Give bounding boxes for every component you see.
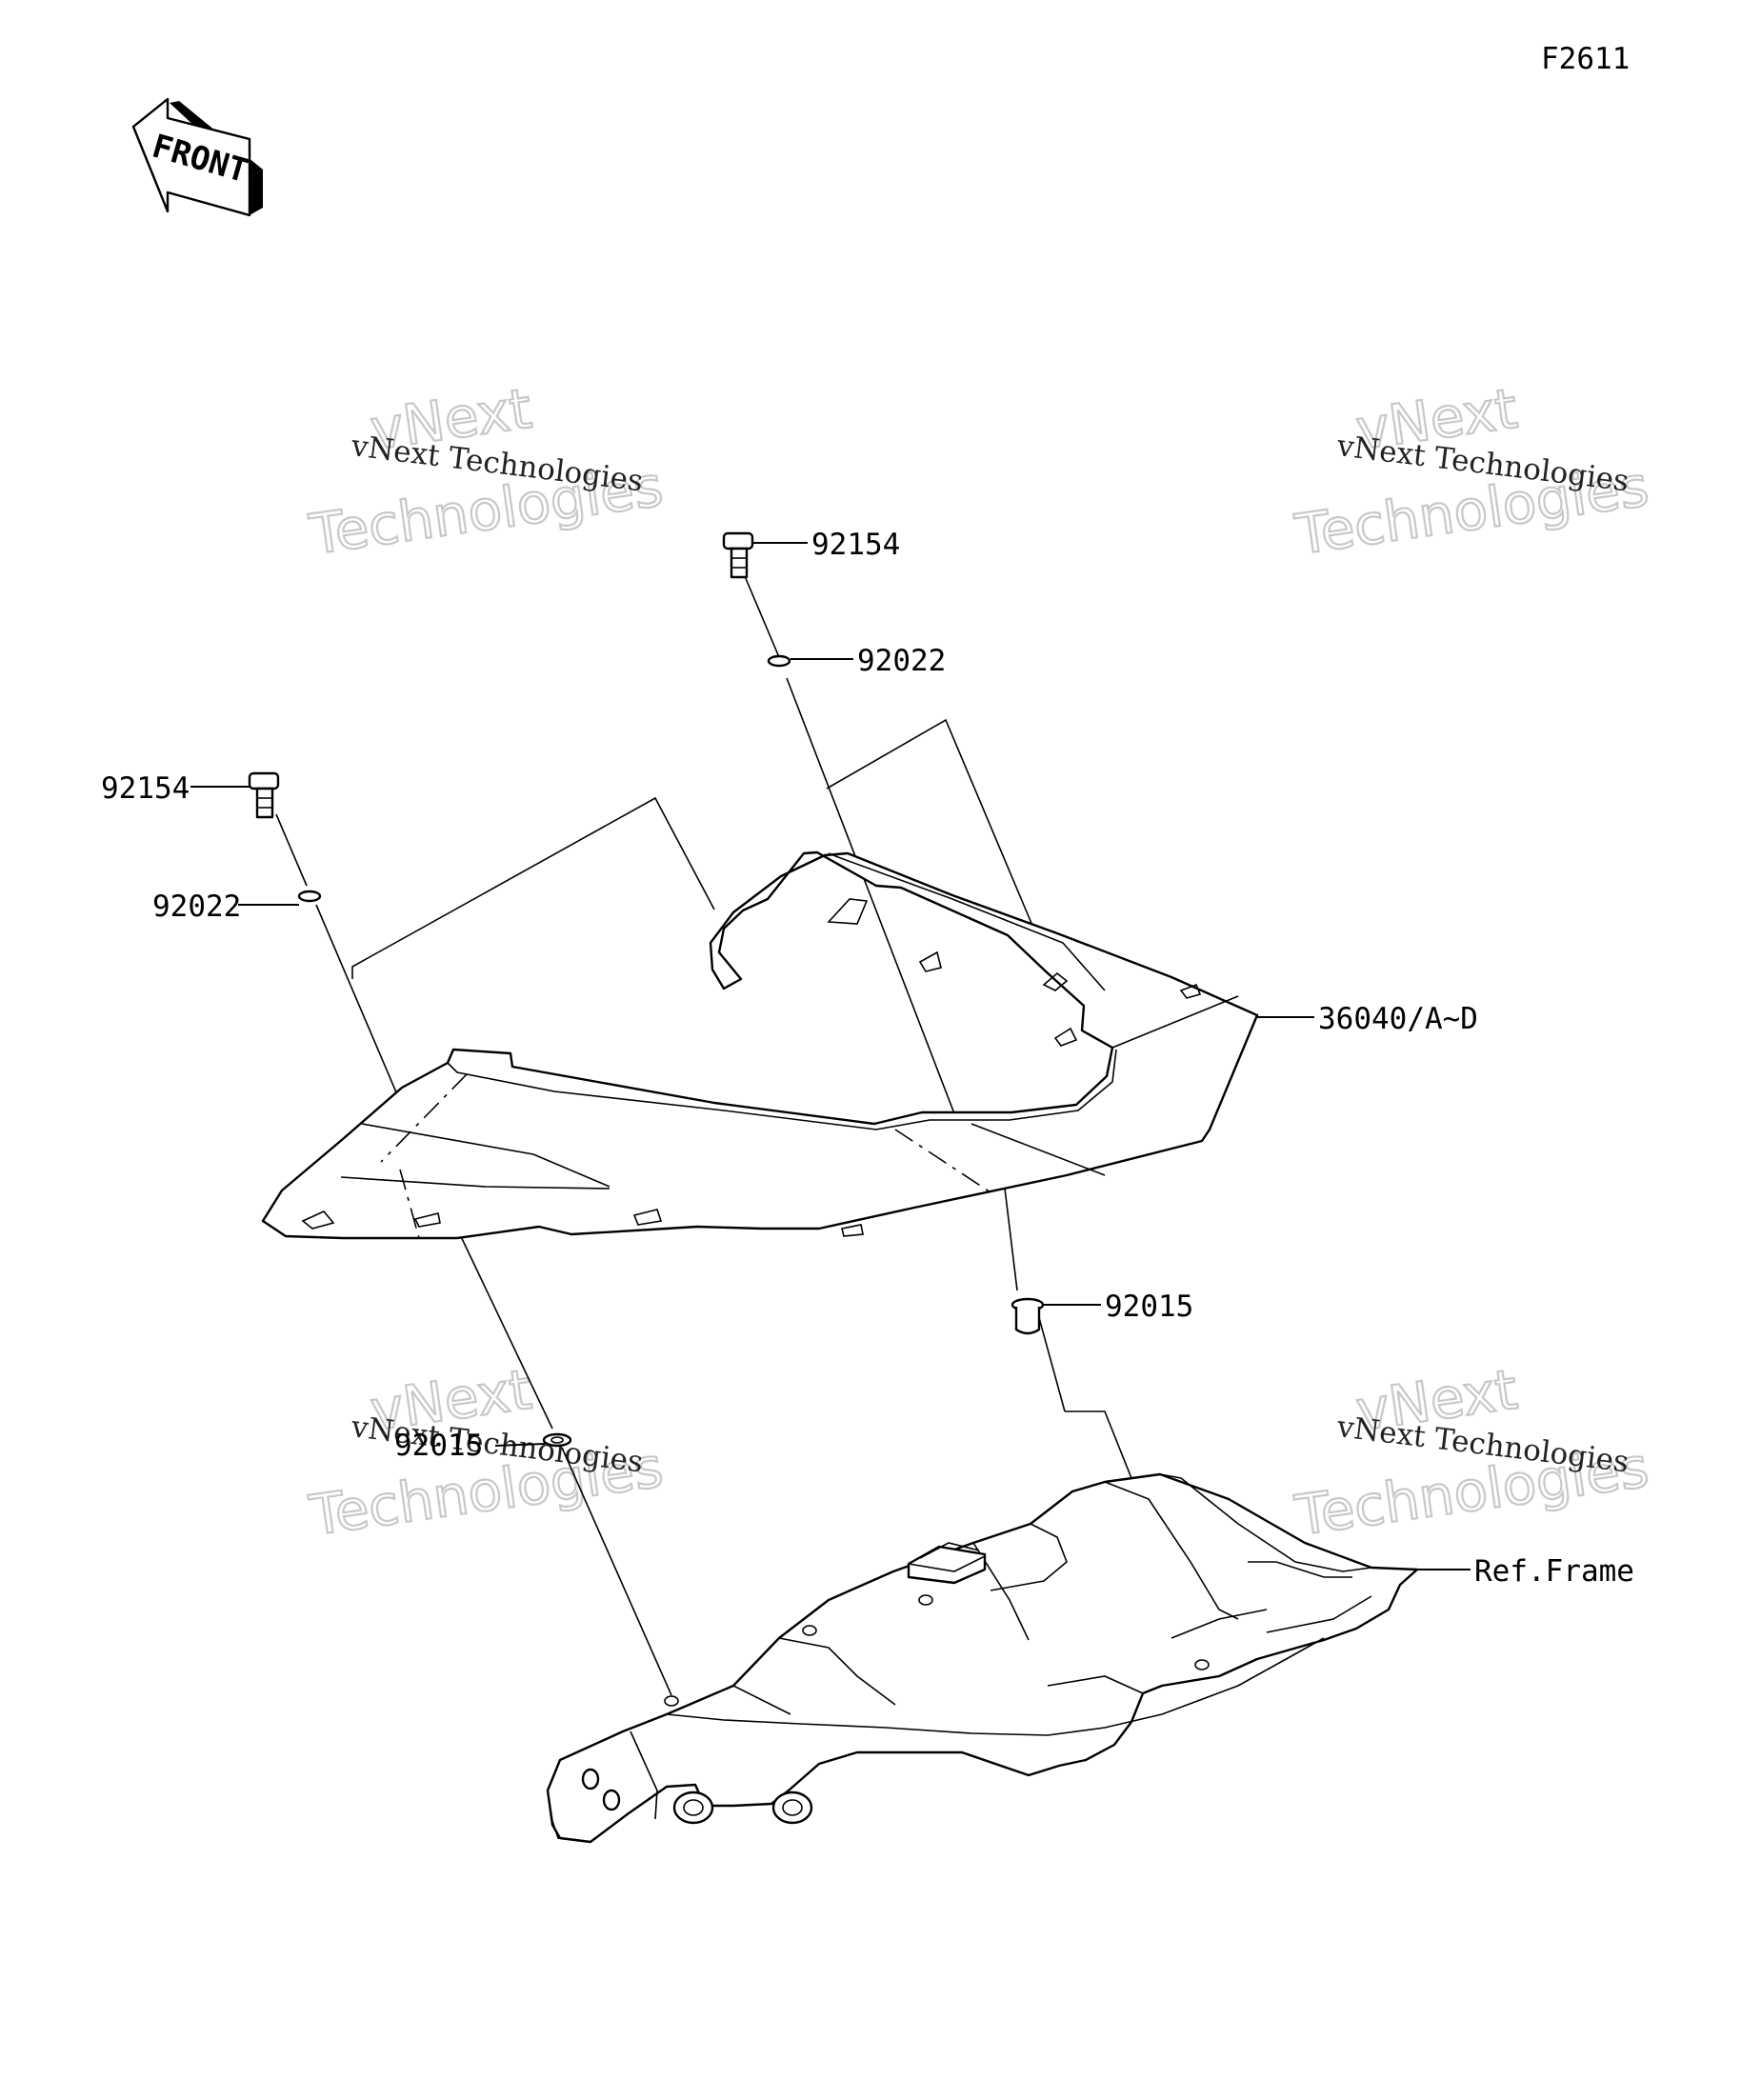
callout-92015-left: 92015 — [394, 1429, 483, 1463]
callout-ref-frame: Ref.Frame — [1474, 1554, 1634, 1589]
callout-92154-left: 92154 — [101, 771, 190, 806]
collar-left-icon — [542, 1432, 572, 1448]
callout-92022-top: 92022 — [857, 644, 946, 678]
figure-code: F2611 — [1541, 42, 1630, 76]
washer-left-icon — [297, 890, 322, 903]
callout-92154-top: 92154 — [811, 528, 900, 562]
rear-frame-part — [546, 1472, 1419, 1844]
callout-36040: 36040/A~D — [1318, 1002, 1478, 1036]
callout-92015-right: 92015 — [1105, 1290, 1193, 1324]
washer-top-icon — [767, 654, 791, 668]
seat-cover-part — [261, 850, 1259, 1240]
callout-leaders — [190, 542, 1471, 1570]
bolt-top-icon — [722, 531, 754, 579]
front-arrow-icon: FRONT — [131, 97, 263, 217]
callout-92022-left: 92022 — [152, 890, 241, 924]
collar-right-icon — [1011, 1297, 1045, 1335]
bolt-left-icon — [248, 771, 280, 819]
